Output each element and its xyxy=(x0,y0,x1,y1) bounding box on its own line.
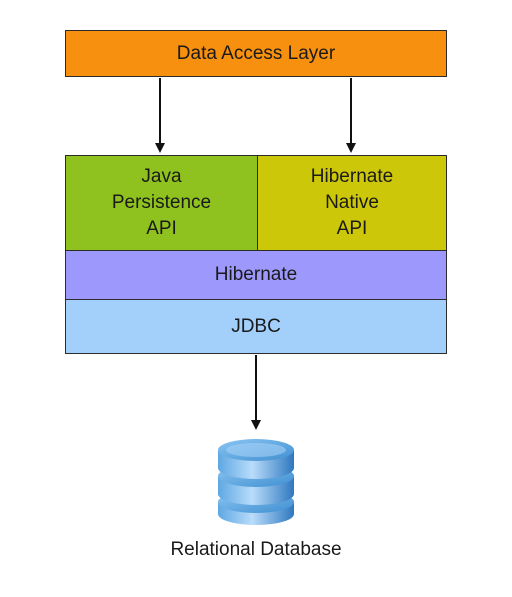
hibernate-native-api-label: Hibernate Native API xyxy=(310,166,394,239)
hibernate-box: Hibernate xyxy=(65,250,447,300)
data-access-layer-box: Data Access Layer xyxy=(65,30,447,77)
hibernate-native-api-box: Hibernate Native API xyxy=(257,155,447,251)
hibernate-label: Hibernate xyxy=(214,264,298,285)
jdbc-box: JDBC xyxy=(65,299,447,354)
jpa-box: Java Persistence API xyxy=(65,155,258,251)
data-access-layer-label: Data Access Layer xyxy=(176,42,336,64)
jpa-label: Java Persistence API xyxy=(111,166,212,239)
jdbc-label: JDBC xyxy=(231,315,281,337)
relational-database-label: Relational Database xyxy=(170,539,342,560)
database-icon xyxy=(218,439,294,525)
